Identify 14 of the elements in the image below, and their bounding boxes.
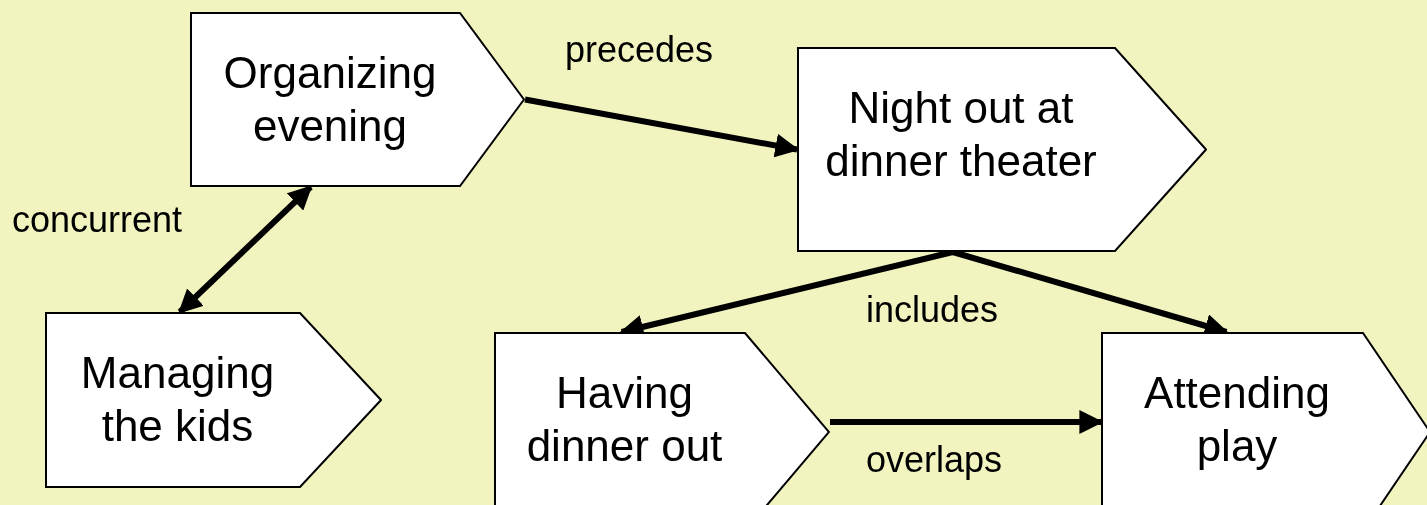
edge-label: concurrent: [12, 202, 183, 238]
node-label: Attending play: [1143, 367, 1331, 472]
node-label: Having dinner out: [525, 367, 724, 472]
node-label: Night out at dinner theater: [824, 82, 1098, 187]
pentagon-arrow-box: [797, 47, 1207, 252]
pentagon-arrow-box: [45, 312, 382, 488]
node-label: Organizing evening: [222, 46, 438, 152]
edge-label: overlaps: [866, 442, 1003, 478]
edge-label: precedes: [565, 32, 714, 68]
pentagon-arrow-box: [494, 332, 830, 505]
pentagon-arrow-box: [190, 12, 525, 187]
edge-label: includes: [866, 292, 999, 328]
pentagon-arrow-box: [1101, 332, 1427, 505]
node-label: Managing the kids: [79, 347, 276, 452]
